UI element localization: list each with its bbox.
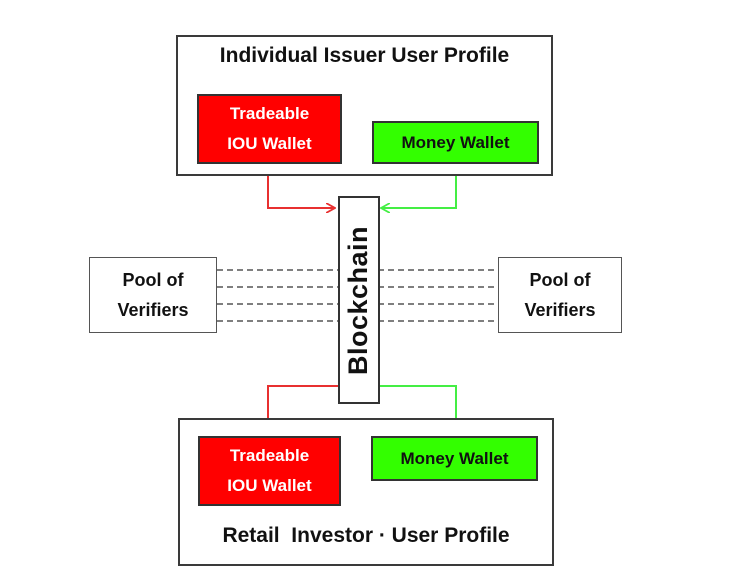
issuer-profile-title: Individual Issuer User Profile — [219, 44, 510, 67]
right-verifiers-line2: Verifiers — [524, 300, 596, 320]
investor-tradeable-iou-wallet: Tradeable IOU Wallet — [198, 436, 341, 506]
issuer-tradeable-line2: IOU Wallet — [227, 134, 312, 153]
blockchain-to-investor-money-arrow — [378, 385, 456, 432]
issuer-tradeable-iou-wallet: Tradeable IOU Wallet — [197, 94, 342, 164]
left-verifier-links — [217, 269, 340, 322]
issuer-money-wallet: Money Wallet — [372, 121, 539, 164]
right-pool-of-verifiers: Pool of Verifiers — [498, 257, 622, 333]
left-verifiers-line2: Verifiers — [117, 300, 189, 320]
left-verifiers-line1: Pool of — [122, 270, 184, 290]
issuer-money-to-blockchain-arrow — [382, 166, 457, 208]
investor-money-wallet: Money Wallet — [371, 436, 538, 481]
blockchain-box: Blockchain — [338, 196, 380, 404]
investor-money-wallet-label: Money Wallet — [400, 448, 509, 468]
blockchain-label: Blockchain — [343, 225, 374, 375]
issuer-iou-to-blockchain-arrow — [267, 166, 334, 208]
investor-profile-title: Retail Investor · User Profile — [222, 524, 510, 547]
investor-tradeable-line1: Tradeable — [229, 446, 310, 465]
investor-tradeable-line2: IOU Wallet — [227, 476, 312, 495]
issuer-tradeable-line1: Tradeable — [229, 104, 310, 123]
right-verifiers-line1: Pool of — [529, 270, 591, 290]
blockchain-to-investor-iou-arrow — [268, 385, 340, 430]
issuer-money-wallet-label: Money Wallet — [401, 132, 510, 152]
right-verifier-links — [378, 269, 499, 322]
left-pool-of-verifiers: Pool of Verifiers — [89, 257, 217, 333]
